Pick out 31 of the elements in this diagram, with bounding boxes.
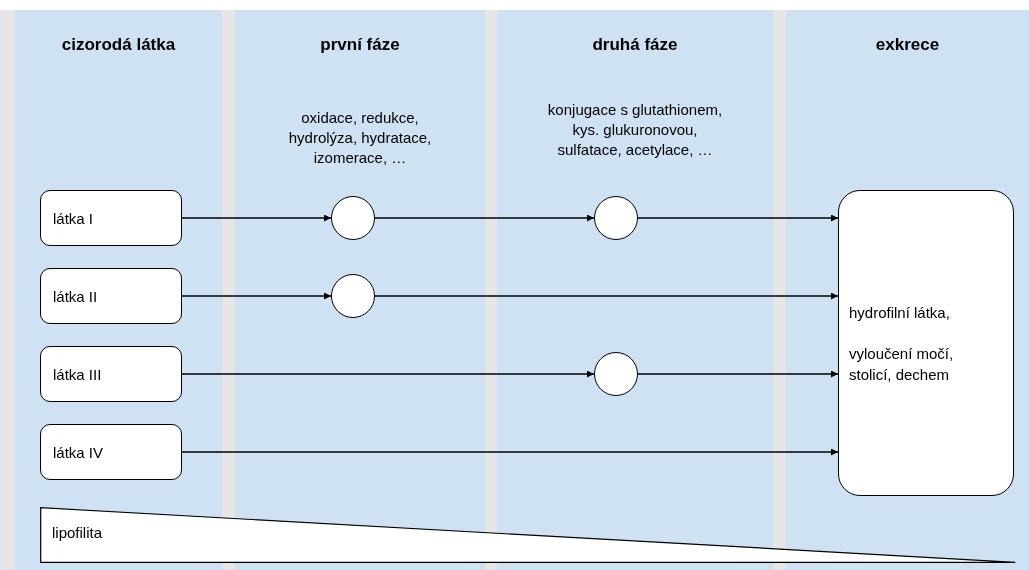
lipophilicity-label: lipofilita	[52, 524, 103, 541]
excretion-text: vyloučení močí, stolicí, dechem	[849, 343, 955, 385]
substance-box: látka II	[40, 268, 182, 324]
arrow	[181, 448, 839, 456]
reaction-list: oxidace, redukce, hydrolýza, hydratace, izomerace, …	[275, 108, 445, 168]
substance-box: látka IV	[40, 424, 182, 480]
arrow	[374, 214, 595, 222]
wedge-shape	[40, 507, 1016, 563]
excretion-box	[838, 190, 1014, 496]
column-heading: exkrece	[874, 35, 941, 55]
substance-box: látka I	[40, 190, 182, 246]
column-heading: cizorodá látka	[60, 35, 177, 55]
excretion-text: hydrofilní látka,	[849, 302, 951, 323]
column-band	[497, 10, 773, 570]
process-circle	[594, 352, 638, 396]
process-circle	[331, 196, 375, 240]
process-circle	[594, 196, 638, 240]
arrow	[637, 214, 839, 222]
column-band	[786, 10, 1029, 570]
process-circle	[331, 274, 375, 318]
column-band	[235, 10, 485, 570]
arrow	[181, 292, 332, 300]
arrow	[374, 292, 839, 300]
column-heading: první fáze	[319, 35, 401, 55]
column-band	[15, 10, 222, 570]
reaction-list: konjugace s glutathionem, kys. glukuronovou, sulfatace, acetylace, …	[540, 100, 730, 160]
column-heading: druhá fáze	[591, 35, 679, 55]
arrow	[181, 370, 595, 378]
arrow	[181, 214, 332, 222]
substance-box: látka III	[40, 346, 182, 402]
arrow	[637, 370, 839, 378]
